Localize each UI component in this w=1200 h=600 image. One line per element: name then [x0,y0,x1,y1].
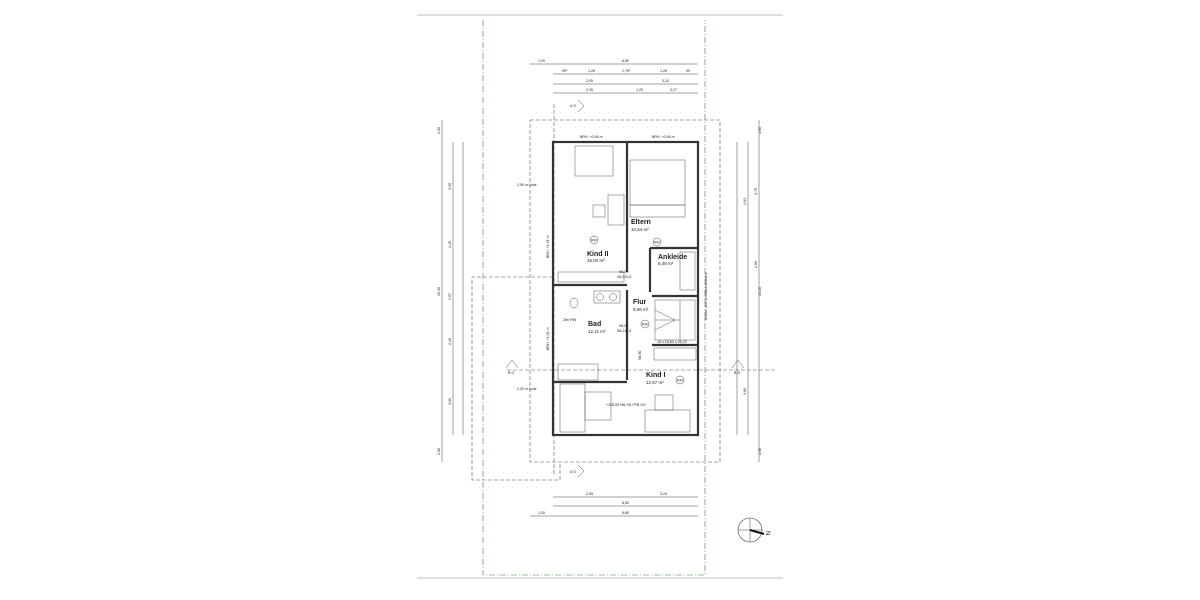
svg-text:1,00: 1,00 [758,448,762,455]
door-label-1: WL90 [619,270,628,274]
section-marker-b-left [505,359,519,369]
svg-text:1,00: 1,00 [538,59,545,63]
dimension-labels: 1,00 8,80 99⁵ 1,26 1,75⁵ 1,26 99 2,95 3,… [437,59,762,515]
svg-text:3,76: 3,76 [754,188,758,195]
svg-text:A G: A G [570,104,576,108]
svg-text:4,63: 4,63 [743,198,747,205]
line-2m-label-2: 2,00 m Linie [517,387,537,391]
svg-text:2,95: 2,95 [586,79,593,83]
svg-text:8,80: 8,80 [622,59,629,63]
svg-text:2,95: 2,95 [586,492,593,496]
svg-text:RM: RM [591,239,597,243]
svg-text:3,05: 3,05 [448,183,452,190]
svg-text:1,00: 1,00 [758,127,762,134]
svg-text:1,20: 1,20 [636,88,643,92]
svg-text:3,24: 3,24 [662,79,669,83]
room-ankleide-area: 5,48 m² [658,261,674,266]
svg-text:2,26: 2,26 [448,338,452,345]
svg-text:8,80: 8,80 [622,511,629,515]
firewall-label: Brand- und Schallschutzwand [704,272,708,320]
room-eltern-area: 10,54 m² [631,227,649,232]
room-kind2-name: Kind II [587,251,608,258]
svg-text:B G: B G [508,371,514,375]
door-height-2: WL213,5 [617,329,631,333]
svg-text:2,60: 2,60 [754,261,758,268]
lower-outline [471,276,561,481]
brh-side-label-1: BRH. +1,01 m [546,235,550,258]
svg-text:RM: RM [642,323,648,327]
svg-text:1,26: 1,26 [588,69,595,73]
walls [551,140,700,437]
svg-text:3,24: 3,24 [660,492,667,496]
room-bad-name: Bad [588,321,601,328]
brh-label-2: BRH. +0,56 m [652,135,675,139]
svg-text:3,60: 3,60 [448,398,452,405]
svg-text:3,60: 3,60 [743,388,747,395]
svg-text:1,75⁵: 1,75⁵ [622,69,631,73]
section-marker-a-top [577,99,585,113]
svg-text:2,95: 2,95 [586,88,593,92]
svg-text:N: N [764,531,770,535]
svg-text:15,30: 15,30 [437,287,441,296]
door-label-2: WL90 [619,324,628,328]
svg-text:1,00: 1,00 [538,511,545,515]
dimension-lines [441,63,760,517]
north-arrow-icon: N [737,517,770,543]
door-label-3: WL90 [638,351,642,360]
smoke-detector-markers: RM RM RM RM [589,235,685,385]
svg-text:99: 99 [686,69,690,73]
plot-boundary [482,20,706,576]
room-kind2-area: 16,04 m² [587,258,605,263]
room-kind1-name: Kind I [646,372,665,379]
svg-text:1,00: 1,00 [437,448,441,455]
svg-text:8,65: 8,65 [622,501,629,505]
room-bad-area: 12,11 m² [588,329,606,334]
svg-text:RM: RM [654,241,660,245]
line-2m-label-1: 2,00 m Linie [517,183,537,187]
svg-text:1,00: 1,00 [437,127,441,134]
svg-text:1,26: 1,26 [660,69,667,73]
rw-label: Zter RW [563,318,577,322]
brh-label-1: BRH. +0,56 m [580,135,603,139]
section-marker-b-right [731,359,745,369]
door-height-1: WL213,5 [617,275,631,279]
svg-text:1,57: 1,57 [448,293,452,300]
svg-text:15,30: 15,30 [758,287,762,296]
furniture [557,145,697,433]
room-flur-area: 9,06 m² [633,307,649,312]
room-ankleide-name: Ankleide [658,254,687,261]
brh-side-label-2: BRH. +1,01 m [546,327,550,350]
section-marker-a-bottom [577,464,585,478]
stair-label: 15 x 18,83 x 26,23 [657,340,687,344]
room-eltern-name: Eltern [631,219,651,226]
room-flur-name: Flur [633,299,646,306]
svg-text:3,27: 3,27 [670,88,677,92]
svg-text:99⁵: 99⁵ [562,69,568,73]
svg-text:A G: A G [570,470,576,474]
roof-outline [529,119,721,463]
level-label: +226,05 NN OK FFB OG [606,403,646,407]
svg-text:2,26: 2,26 [448,241,452,248]
room-kind1-area: 12,57 m² [646,380,664,385]
svg-text:RM: RM [677,379,683,383]
